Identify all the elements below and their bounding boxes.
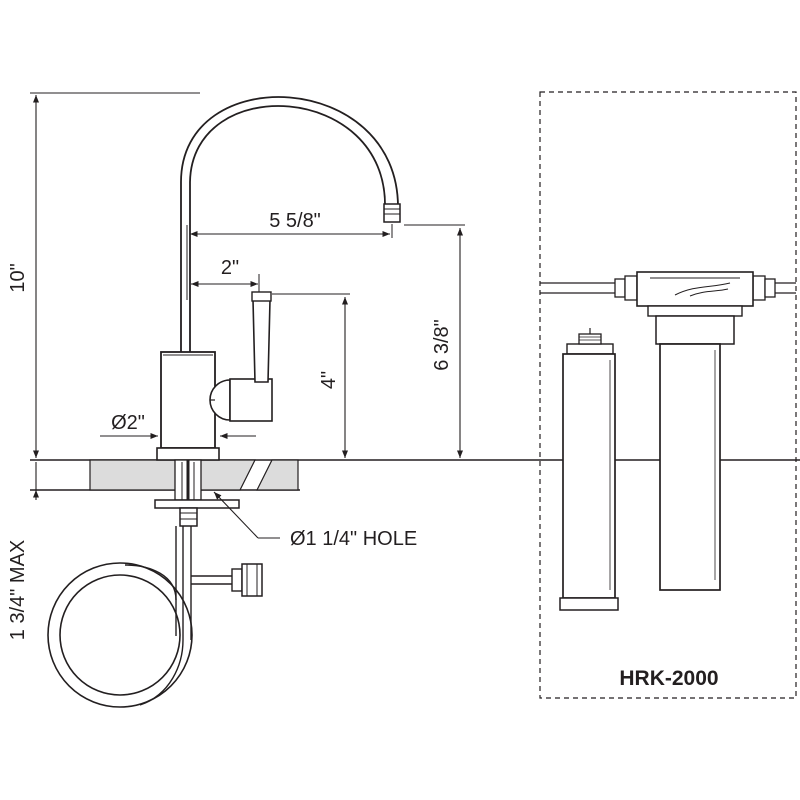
- dim-label-mount-hole: Ø1 1/4" HOLE: [290, 528, 417, 550]
- handle-hub-round: [209, 379, 231, 421]
- compression-nut: [241, 563, 263, 597]
- cartridge-bottom-cap: [559, 597, 619, 611]
- filter-housing-cap: [655, 315, 735, 345]
- filter-housing: [659, 343, 721, 591]
- dim-label-handle-height: 4": [318, 371, 340, 389]
- filter-cartridge: [562, 353, 616, 599]
- dim-label-spout-reach: 5 5/8": [269, 210, 321, 232]
- handle-lever-cap: [251, 291, 272, 302]
- handle-lever: [252, 299, 271, 383]
- faucet: [47, 96, 401, 708]
- dim-label-handle-offset: 2": [221, 257, 239, 279]
- dim-label-base-diameter: Ø2": [111, 412, 145, 434]
- faucet-base-ring: [156, 447, 220, 461]
- filter-outlet-fitting: [752, 275, 766, 301]
- leader-mount-hole: [213, 491, 259, 539]
- filter-head-collar: [647, 305, 743, 317]
- filter-head: [636, 271, 754, 307]
- filter-inlet-fitting: [614, 278, 626, 298]
- countertop-section-left: [89, 459, 256, 491]
- spout-outer-line: [180, 96, 399, 352]
- mounting-plate: [154, 499, 240, 509]
- spout-inner-line: [189, 105, 386, 352]
- coil-outer: [47, 562, 193, 708]
- compression-fitting: [231, 568, 243, 592]
- filter-panel-border: [539, 91, 797, 699]
- cartridge-nipple: [578, 333, 602, 345]
- filter-panel: HRK-2000: [539, 91, 797, 699]
- dim-label-overall-height: 10": [7, 263, 29, 292]
- countertop-section-right: [256, 459, 299, 491]
- handle-hub: [229, 378, 273, 422]
- faucet-body: [160, 351, 216, 449]
- filter-model-label: HRK-2000: [619, 667, 718, 690]
- coil-inner: [59, 574, 181, 696]
- dim-label-spout-height: 6 3/8": [431, 319, 453, 371]
- dimension-lines: 10" 5 5/8" 2" 6 3/8" 4" Ø2" Ø1 1/4" HOLE…: [7, 92, 465, 640]
- spout-tip: [383, 203, 401, 223]
- cartridge-top-cap: [566, 343, 614, 355]
- dim-label-max-thickness: 1 3/4" MAX: [7, 540, 29, 640]
- mounting-nut: [179, 507, 198, 527]
